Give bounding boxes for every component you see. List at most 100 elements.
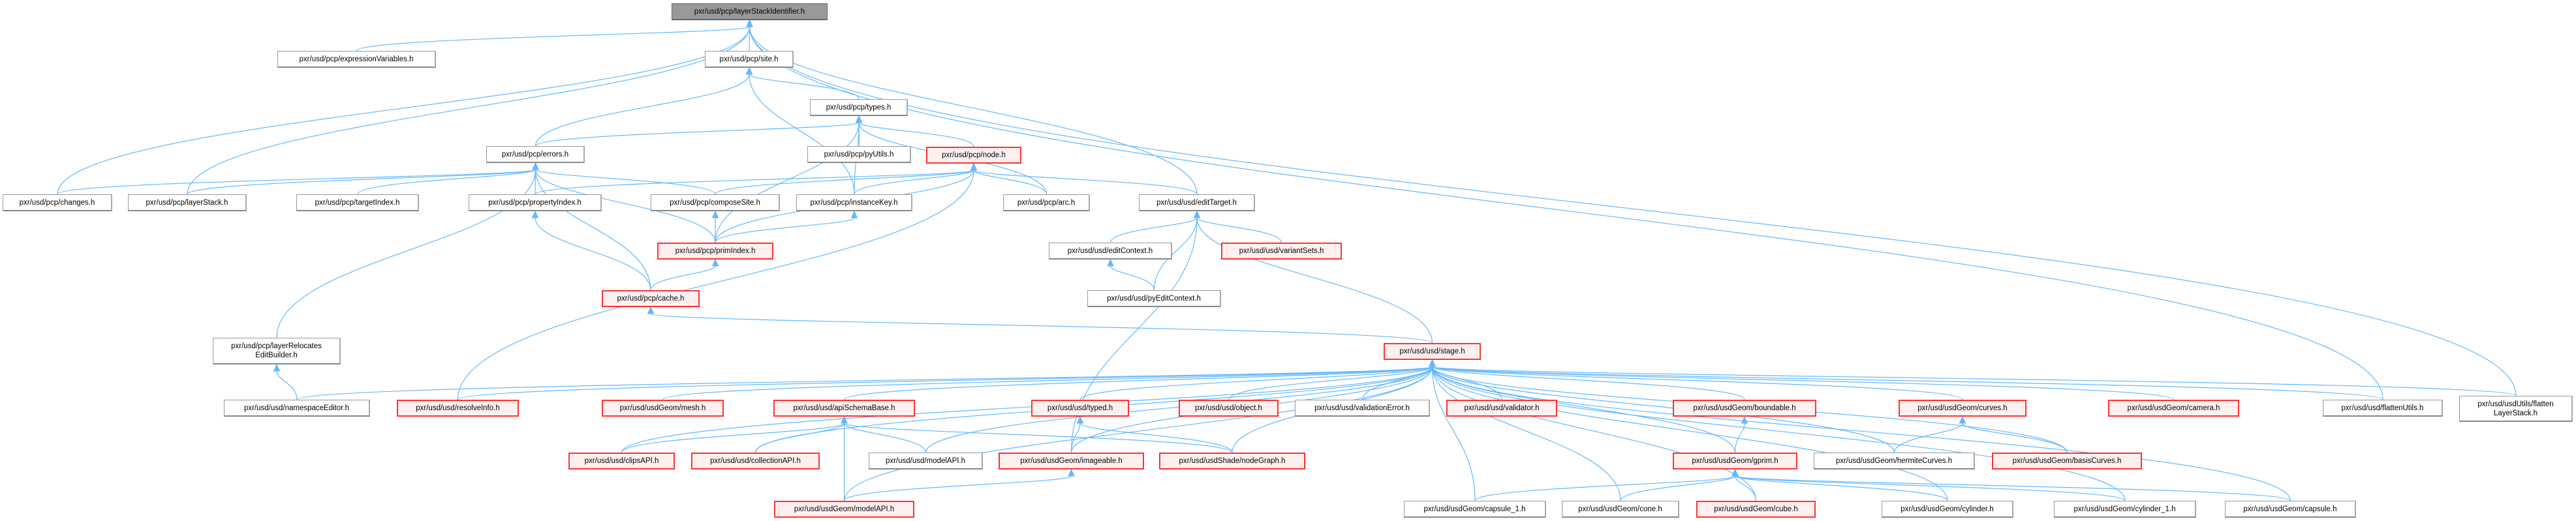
edge-hermiteCurves-to-stage <box>1431 366 1895 453</box>
edge-primIndex-to-instanceKey <box>715 217 855 243</box>
edge-mesh-to-stage <box>662 366 1433 400</box>
graph-node-cube[interactable]: pxr/usd/usdGeom/cube.h <box>1696 501 1816 518</box>
arrowhead-icon <box>1731 468 1739 477</box>
graph-node-propertyIndex[interactable]: pxr/usd/pcp/propertyIndex.h <box>469 194 602 211</box>
edge-editTarget-to-node <box>973 170 1198 195</box>
graph-node-imageable[interactable]: pxr/usd/usdGeom/imageable.h <box>999 453 1144 469</box>
graph-node-changes[interactable]: pxr/usd/pcp/changes.h <box>3 194 112 211</box>
graph-node-variantSets[interactable]: pxr/usd/usd/variantSets.h <box>1221 243 1342 260</box>
graph-node-camera[interactable]: pxr/usd/usdGeom/camera.h <box>2108 400 2239 417</box>
edge-primIndex-to-errors <box>535 169 716 243</box>
edge-curves-to-stage <box>1431 366 1963 400</box>
graph-node-collectionAPI[interactable]: pxr/usd/usd/collectionAPI.h <box>691 453 820 469</box>
graph-node-layerStack[interactable]: pxr/usd/pcp/layerStack.h <box>128 194 247 211</box>
graph-node-stage[interactable]: pxr/usd/usd/stage.h <box>1384 343 1481 360</box>
graph-node-nodeGraph[interactable]: pxr/usd/usdShade/nodeGraph.h <box>1159 453 1305 469</box>
edge-clipsAPI-to-stage <box>621 366 1433 453</box>
edge-capsule-to-stage <box>1431 366 2291 501</box>
graph-node-instanceKey[interactable]: pxr/usd/pcp/instanceKey.h <box>796 194 912 211</box>
graph-node-curves[interactable]: pxr/usd/usdGeom/curves.h <box>1899 400 2026 417</box>
edge-nodeGraph-to-typed <box>1079 423 1233 453</box>
edge-collectionAPI-to-apiSchemaBase <box>754 423 845 453</box>
edge-cache-to-primIndex <box>650 265 716 291</box>
graph-node-basisCurves[interactable]: pxr/usd/usdGeom/basisCurves.h <box>1992 453 2142 469</box>
arrowhead-icon <box>647 306 655 314</box>
edge-cache-to-propertyIndex <box>535 217 651 291</box>
graph-node-mesh[interactable]: pxr/usd/usdGeom/mesh.h <box>602 400 724 417</box>
arrowhead-icon <box>711 210 719 218</box>
edge-flattenLayerStack-to-stage <box>1431 366 2517 396</box>
edge-capsule-to-gprim <box>1734 475 2291 501</box>
graph-node-capsule[interactable]: pxr/usd/usdGeom/capsule.h <box>2225 501 2356 518</box>
graph-node-pyUtils[interactable]: pxr/usd/pcp/pyUtils.h <box>807 146 911 163</box>
graph-node-cylinder1[interactable]: pxr/usd/usdGeom/cylinder_1.h <box>2054 501 2196 518</box>
graph-node-relocBuilder[interactable]: pxr/usd/pcp/layerRelocates EditBuilder.h <box>213 338 341 365</box>
edge-cylinder-to-stage <box>1431 366 1948 501</box>
edge-resolveInfo-to-node <box>457 170 974 400</box>
graph-node-object[interactable]: pxr/usd/usd/object.h <box>1179 400 1279 417</box>
graph-node-capsule1[interactable]: pxr/usd/usdGeom/capsule_1.h <box>1404 501 1546 518</box>
graph-node-flattenUtils[interactable]: pxr/usd/usd/flattenUtils.h <box>2323 400 2443 417</box>
graph-node-geomModelAPI[interactable]: pxr/usd/usdGeom/modelAPI.h <box>774 501 914 518</box>
arrowhead-icon <box>1193 210 1201 218</box>
graph-node-apiSchemaBase[interactable]: pxr/usd/usd/apiSchemaBase.h <box>773 400 915 417</box>
arrowhead-icon <box>1959 415 1966 424</box>
graph-node-hermiteCurves[interactable]: pxr/usd/usdGeom/hermiteCurves.h <box>1814 453 1975 469</box>
graph-node-editContext[interactable]: pxr/usd/usd/editContext.h <box>1049 243 1172 260</box>
graph-node-types[interactable]: pxr/usd/pcp/types.h <box>810 99 908 116</box>
edge-flattenUtils-to-stage <box>1431 366 2383 400</box>
graph-node-usdModelAPI[interactable]: pxr/usd/usd/modelAPI.h <box>869 453 983 469</box>
edge-arc-to-node <box>973 170 1047 195</box>
graph-node-boundable[interactable]: pxr/usd/usdGeom/boundable.h <box>1673 400 1816 417</box>
edge-layerStack-to-lsi <box>187 26 751 195</box>
graph-node-resolveInfo[interactable]: pxr/usd/usd/resolveInfo.h <box>397 400 519 417</box>
edge-targetIndex-to-errors <box>357 169 536 195</box>
edge-flattenUtils-to-lsi <box>749 26 2383 400</box>
edge-geomModelAPI-to-stage <box>843 366 1433 501</box>
edge-imageable-to-typed <box>1070 423 1081 453</box>
graph-node-errors[interactable]: pxr/usd/pcp/errors.h <box>486 146 585 163</box>
edge-typed-to-stage <box>1079 366 1433 400</box>
edge-basisCurves-to-curves <box>1962 423 2068 453</box>
edge-geomModelAPI-to-imageable <box>843 475 1072 501</box>
edge-flattenLayerStack-to-lsi <box>749 26 2517 396</box>
graph-node-arc[interactable]: pxr/usd/pcp/arc.h <box>1003 194 1090 211</box>
graph-node-validationError[interactable]: pxr/usd/usd/validationError.h <box>1295 400 1430 417</box>
arrowhead-icon <box>855 115 863 123</box>
graph-node-cache[interactable]: pxr/usd/pcp/cache.h <box>602 290 700 307</box>
graph-node-typed[interactable]: pxr/usd/usd/typed.h <box>1031 400 1129 417</box>
arrowhead-icon <box>970 162 978 171</box>
edge-capsule1-to-gprim <box>1474 475 1736 501</box>
graph-node-targetIndex[interactable]: pxr/usd/pcp/targetIndex.h <box>296 194 419 211</box>
arrowhead-icon <box>1741 415 1748 424</box>
graph-node-cone[interactable]: pxr/usd/usdGeom/cone.h <box>1562 501 1679 518</box>
graph-node-site[interactable]: pxr/usd/pcp/site.h <box>705 51 794 68</box>
graph-node-exprVars[interactable]: pxr/usd/pcp/expressionVariables.h <box>277 51 436 68</box>
edge-cone-to-stage <box>1431 366 1621 501</box>
graph-node-validator[interactable]: pxr/usd/usd/validator.h <box>1446 400 1557 417</box>
graph-node-node[interactable]: pxr/usd/pcp/node.h <box>926 147 1021 164</box>
arrowhead-icon <box>850 210 858 218</box>
graph-node-cylinder[interactable]: pxr/usd/usdGeom/cylinder.h <box>1882 501 2013 518</box>
arrowhead-icon <box>1429 359 1436 367</box>
arrowhead-icon <box>1107 258 1114 267</box>
graph-node-pyEditContext[interactable]: pxr/usd/usd/pyEditContext.h <box>1087 290 1221 307</box>
graph-root-node: pxr/usd/pcp/layerStackIdentifier.h <box>672 3 828 20</box>
edge-capsule1-to-stage <box>1431 366 1476 501</box>
graph-node-primIndex[interactable]: pxr/usd/pcp/primIndex.h <box>657 243 773 260</box>
arrowhead-icon <box>532 162 539 170</box>
edge-apiSchemaBase-to-stage <box>843 366 1433 400</box>
edge-cache-to-errors <box>535 169 651 291</box>
edge-primIndex-to-types <box>715 122 860 243</box>
graph-node-flattenLayerStack[interactable]: pxr/usd/usdUtils/flatten LayerStack.h <box>2459 396 2573 422</box>
graph-node-editTarget[interactable]: pxr/usd/usd/editTarget.h <box>1139 194 1255 211</box>
graph-node-namespaceEditor[interactable]: pxr/usd/usd/namespaceEditor.h <box>224 400 370 417</box>
edge-changes-to-errors <box>57 169 536 195</box>
edge-stage-to-editTarget <box>1196 217 1433 344</box>
graph-node-clipsAPI[interactable]: pxr/usd/usd/clipsAPI.h <box>568 453 675 469</box>
graph-node-gprim[interactable]: pxr/usd/usdGeom/gprim.h <box>1673 453 1797 469</box>
edge-errors-to-site <box>535 74 750 147</box>
edge-pyEditContext-to-editContext <box>1110 265 1155 291</box>
graph-node-composeSite[interactable]: pxr/usd/pcp/composeSite.h <box>651 194 780 211</box>
